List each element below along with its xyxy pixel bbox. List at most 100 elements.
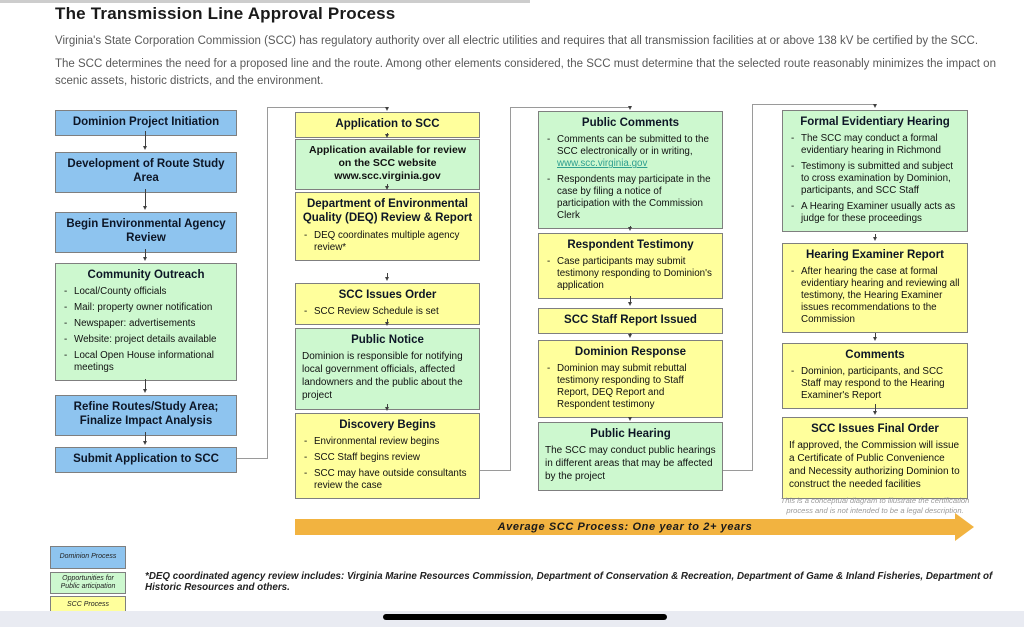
down-arrow <box>628 417 632 421</box>
conceptual-diagram-note: This is a conceptual diagram to illustra… <box>780 496 970 515</box>
connector-line <box>480 470 510 471</box>
bullet-item: Newspaper: advertisements <box>62 318 230 330</box>
timeline-arrow: Average SCC Process: One year to 2+ year… <box>295 513 974 541</box>
timeline-label: Average SCC Process: One year to 2+ year… <box>497 521 753 533</box>
box-title: Application available for review on the … <box>309 144 466 183</box>
box-title: Comments <box>845 349 905 361</box>
box-title: Development of Route Study Area <box>67 158 225 185</box>
down-arrow <box>385 273 389 281</box>
box-public-notice: Public Notice Dominion is responsible fo… <box>295 328 480 410</box>
box-title: Public Comments <box>581 117 680 129</box>
down-arrow <box>873 234 877 241</box>
box-title: Dominion Project Initiation <box>72 116 220 128</box>
box-discovery-begins: Discovery Begins Environmental review be… <box>295 413 480 500</box>
box-body: If approved, the Commission will issue a… <box>789 440 960 490</box>
box-dominion-response: Dominion Response Dominion may submit re… <box>538 340 723 419</box>
box-title: Formal Evidentiary Hearing <box>800 116 950 128</box>
bullet-item: Website: project details available <box>62 334 230 346</box>
connector-line <box>237 458 267 459</box>
connector-line <box>267 107 387 108</box>
box-deq-review-report: Department of Environmental Quality (DEQ… <box>295 192 480 261</box>
box-begin-environmental-agency-review: Begin Environmental Agency Review <box>55 212 237 253</box>
box-title: Hearing Examiner Report <box>805 249 945 261</box>
bullet-item: SCC may have outside consultants review … <box>302 468 473 492</box>
down-arrow <box>143 432 147 445</box>
box-title: Application to SCC <box>335 118 440 130</box>
connector-line <box>267 107 268 459</box>
box-submit-application-to-scc: Submit Application to SCC <box>55 447 237 474</box>
down-arrow <box>385 319 389 326</box>
box-hearing-examiner-report: Hearing Examiner Report After hearing th… <box>782 243 968 334</box>
bullet-item: Local Open House informational meetings <box>62 350 230 374</box>
page-title: The Transmission Line Approval Process <box>55 4 396 23</box>
box-title: Refine Routes/Study Area; Finalize Impac… <box>73 401 219 428</box>
box-development-route-study-area: Development of Route Study Area <box>55 152 237 193</box>
bullet-item: A Hearing Examiner usually acts as judge… <box>789 201 961 225</box>
bullet-text: Comments can be submitted to the SCC ele… <box>557 134 709 158</box>
connector-line <box>510 107 630 108</box>
down-arrow <box>143 189 147 210</box>
home-indicator-bar[interactable] <box>383 614 667 620</box>
down-arrow <box>628 296 632 306</box>
bullet-item: After hearing the case at formal evident… <box>789 266 961 326</box>
box-title: Respondent Testimony <box>567 239 694 251</box>
deq-footnote: *DEQ coordinated agency review includes:… <box>145 571 993 593</box>
box-title: SCC Issues Order <box>338 289 437 301</box>
box-community-outreach: Community Outreach Local/County official… <box>55 263 237 381</box>
legend-public-participation: Opportunities for Public articipation <box>50 572 126 594</box>
down-arrow <box>873 333 877 341</box>
bullet-item: DEQ coordinates multiple agency review* <box>302 230 473 254</box>
down-arrow <box>385 107 389 111</box>
box-scc-issues-final-order: SCC Issues Final Order If approved, the … <box>782 417 968 499</box>
intro-paragraph-1: Virginia's State Corporation Commission … <box>55 35 979 47</box>
down-arrow <box>628 106 632 110</box>
bullet-item: Dominion, participants, and SCC Staff ma… <box>789 366 961 402</box>
box-respondent-testimony: Respondent Testimony Case participants m… <box>538 233 723 300</box>
bullet-item: SCC Review Schedule is set <box>302 306 473 318</box>
box-public-comments: Public Comments Comments can be submitte… <box>538 111 723 229</box>
box-refine-routes: Refine Routes/Study Area; Finalize Impac… <box>55 395 237 436</box>
box-title: SCC Issues Final Order <box>811 423 939 435</box>
legend-label: Opportunities for Public articipation <box>60 574 116 590</box>
bullet-item: The SCC may conduct a formal evidentiary… <box>789 133 961 157</box>
box-title: Public Notice <box>351 334 424 346</box>
connector-line <box>752 104 875 105</box>
down-arrow <box>143 379 147 393</box>
box-title: Public Hearing <box>590 428 671 440</box>
box-formal-evidentiary-hearing: Formal Evidentiary Hearing The SCC may c… <box>782 110 968 232</box>
down-arrow <box>143 249 147 261</box>
box-body: The SCC may conduct public hearings in d… <box>545 445 716 482</box>
box-title: SCC Staff Report Issued <box>564 314 697 326</box>
box-scc-staff-report-issued: SCC Staff Report Issued <box>538 308 723 335</box>
down-arrow <box>385 404 389 411</box>
connector-line <box>510 107 511 471</box>
down-arrow <box>628 226 632 231</box>
down-arrow <box>628 333 632 338</box>
box-title: Department of Environmental Quality (DEQ… <box>302 198 473 225</box>
bullet-item: Local/County officials <box>62 286 230 298</box>
connector-line <box>752 104 753 471</box>
bullet-item: Testimony is submitted and subject to cr… <box>789 161 961 197</box>
bullet-item: SCC Staff begins review <box>302 452 473 464</box>
box-title: Discovery Begins <box>339 419 436 431</box>
bullet-item: Respondents may participate in the case … <box>545 174 716 222</box>
bullet-item: Comments can be submitted to the SCC ele… <box>545 134 716 170</box>
box-title: Begin Environmental Agency Review <box>66 218 226 245</box>
box-body: Dominion is responsible for notifying lo… <box>302 351 463 401</box>
legend-label: Dominion Process <box>59 553 117 561</box>
bullet-item: Case participants may submit testimony r… <box>545 256 716 292</box>
bullet-item: Mail: property owner notification <box>62 302 230 314</box>
scc-website-link[interactable]: www.scc.virginia.gov <box>557 158 648 170</box>
connector-line <box>723 470 752 471</box>
down-arrow <box>873 104 877 108</box>
box-title: Dominion Response <box>574 346 687 358</box>
box-public-hearing: Public Hearing The SCC may conduct publi… <box>538 422 723 491</box>
down-arrow <box>385 184 389 190</box>
box-title: Community Outreach <box>87 269 205 281</box>
box-title: Submit Application to SCC <box>73 453 219 465</box>
bullet-item: Environmental review begins <box>302 436 473 448</box>
legend-label: SCC Process <box>66 601 109 609</box>
top-edge-strip <box>0 0 530 3</box>
box-comments: Comments Dominion, participants, and SCC… <box>782 343 968 410</box>
